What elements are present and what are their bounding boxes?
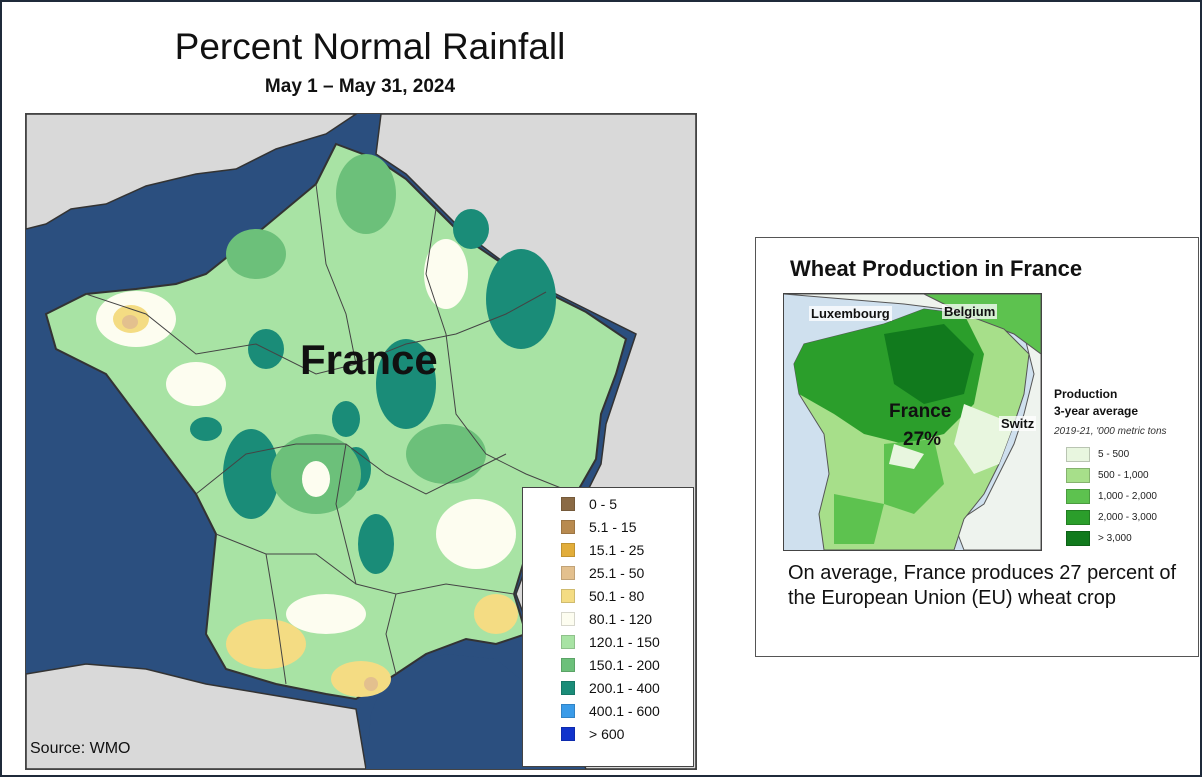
wheat-region-mid (834, 494, 884, 544)
patch-very-wet (223, 429, 279, 519)
patch-normal (302, 461, 330, 497)
legend-swatch (561, 566, 575, 580)
wheat-legend-item: 1,000 - 2,000 (1066, 487, 1157, 505)
legend-item: 5.1 - 15 (561, 517, 636, 537)
wheat-legend-item: 500 - 1,000 (1066, 466, 1149, 484)
legend-item: 15.1 - 25 (561, 540, 644, 560)
wheat-title: Wheat Production in France (790, 256, 1083, 281)
legend-item: 25.1 - 50 (561, 563, 644, 583)
wheat-legend-title-line2: 3-year average (1054, 404, 1139, 418)
wheat-map (783, 293, 1042, 551)
patch-normal (424, 239, 468, 309)
luxembourg-label: Luxembourg (809, 306, 892, 321)
wheat-legend-item: 2,000 - 3,000 (1066, 508, 1157, 526)
wheat-legend-swatch (1066, 446, 1090, 462)
rainfall-legend: 0 - 5 5.1 - 15 15.1 - 25 25.1 - 50 50.1 … (522, 487, 694, 767)
wheat-legend-swatch (1066, 467, 1090, 483)
france-map-label: France (300, 336, 438, 383)
mediterranean (366, 654, 566, 769)
wheat-region-very-high (884, 324, 974, 404)
rainfall-patches (96, 154, 556, 697)
patch-very-wet (332, 401, 360, 437)
wheat-legend-note: 2019-21, '000 metric tons (1054, 426, 1167, 437)
wheat-legend-swatch (1066, 530, 1090, 546)
spain-land (26, 663, 367, 769)
patch-very-wet (358, 514, 394, 574)
map-title: Percent Normal Rainfall (174, 26, 566, 67)
wheat-legend-swatch (1066, 509, 1090, 525)
patch-very-wet (453, 209, 489, 249)
patch-dry (331, 661, 391, 697)
patch-wet (336, 154, 396, 234)
legend-item: 50.1 - 80 (561, 586, 644, 606)
legend-swatch (561, 612, 575, 626)
legend-swatch (561, 635, 575, 649)
patch-normal (436, 499, 516, 569)
patch-normal (166, 362, 226, 406)
legend-swatch (561, 589, 575, 603)
legend-item: > 600 (561, 724, 624, 744)
legend-swatch (561, 520, 575, 534)
patch-very-dry (364, 677, 378, 691)
legend-swatch (561, 681, 575, 695)
patch-very-wet (486, 249, 556, 349)
wheat-legend-item: > 3,000 (1066, 529, 1132, 547)
legend-swatch (561, 704, 575, 718)
wheat-france-percent: 27% (903, 429, 942, 450)
wheat-region-low (889, 444, 924, 469)
wheat-legend-title-line1: Production (1054, 387, 1118, 401)
patch-wet (226, 229, 286, 279)
map-subtitle: May 1 – May 31, 2024 (264, 76, 456, 97)
legend-swatch (561, 658, 575, 672)
legend-item: 400.1 - 600 (561, 701, 660, 721)
patch-dry (226, 619, 306, 669)
wheat-legend-title: Production 3-year average (1054, 386, 1138, 420)
patch-very-dry (122, 315, 138, 329)
region-borders (85, 183, 577, 685)
patch-very-wet (376, 339, 436, 429)
legend-item: 200.1 - 400 (561, 678, 660, 698)
wheat-france-label: France (889, 401, 952, 422)
wheat-caption: On average, France produces 27 percent o… (788, 562, 1177, 609)
patch-wet (406, 424, 486, 484)
switzerland-label: Switz (999, 416, 1037, 431)
legend-swatch (561, 497, 575, 511)
legend-item: 80.1 - 120 (561, 609, 652, 629)
wheat-legend-item: 5 - 500 (1066, 445, 1129, 463)
legend-item: 150.1 - 200 (561, 655, 660, 675)
wheat-legend-swatch (1066, 488, 1090, 504)
england-land (26, 114, 358, 230)
patch-very-wet (190, 417, 222, 441)
legend-swatch (561, 727, 575, 741)
source-label: Source: WMO (30, 740, 131, 757)
patch-normal (286, 594, 366, 634)
wheat-production-panel: Wheat Production in France Luxembourg Be… (755, 237, 1199, 657)
legend-swatch (561, 543, 575, 557)
legend-item: 0 - 5 (561, 494, 617, 514)
patch-dry (474, 594, 518, 634)
wheat-map-svg (784, 294, 1041, 550)
belgium-label: Belgium (942, 304, 998, 319)
legend-item: 120.1 - 150 (561, 632, 660, 652)
